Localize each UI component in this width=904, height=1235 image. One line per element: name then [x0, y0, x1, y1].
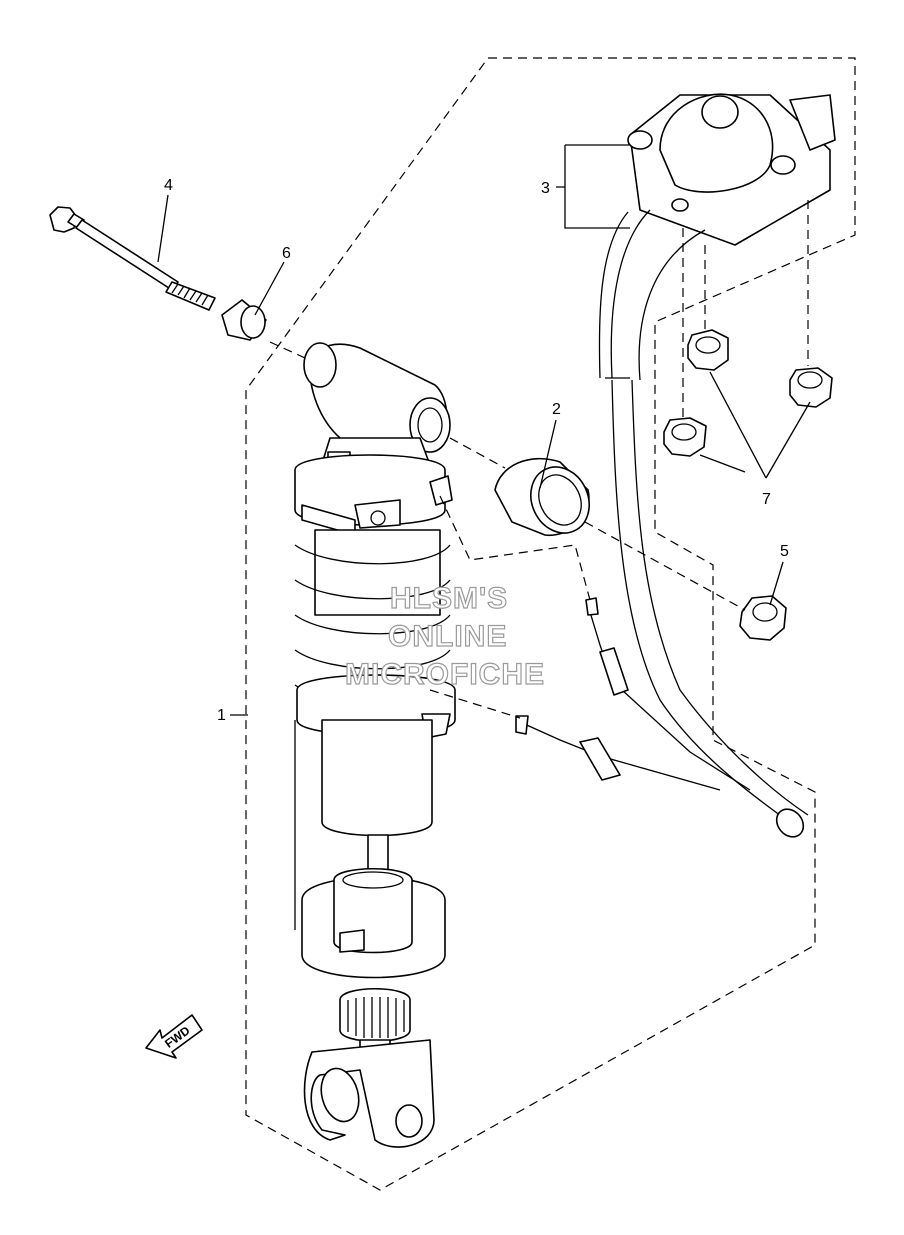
adjuster-hose: [611, 379, 809, 838]
assembly-boundary: [245, 57, 856, 1191]
callout-labels: 1 2 3 4 5 6 7: [164, 177, 789, 724]
forward-direction-arrow: FWD: [145, 1014, 203, 1059]
callout-2: 2: [552, 401, 561, 418]
damping-cables: [515, 597, 751, 791]
bolt: [49, 206, 216, 311]
callout-4: 4: [164, 177, 173, 194]
callout-5: 5: [780, 543, 789, 560]
adjuster-mount-nuts: [663, 329, 833, 457]
leader-lines: [157, 144, 811, 719]
flange-nut: [739, 595, 787, 641]
watermark: HLSM'S ONLINE MICROFICHE: [344, 581, 545, 691]
callout-1: 1: [217, 707, 226, 724]
bushing: [494, 457, 590, 536]
watermark-line-1: HLSM'S: [390, 582, 508, 615]
watermark-line-3: MICROFICHE: [345, 658, 545, 691]
callout-7: 7: [762, 491, 771, 508]
watermark-line-2: ONLINE: [388, 620, 507, 653]
callout-3: 3: [541, 180, 550, 197]
callout-6: 6: [282, 245, 291, 262]
collar: [221, 299, 267, 341]
remote-adjuster: [598, 93, 836, 381]
shock-absorber: [294, 342, 456, 1148]
